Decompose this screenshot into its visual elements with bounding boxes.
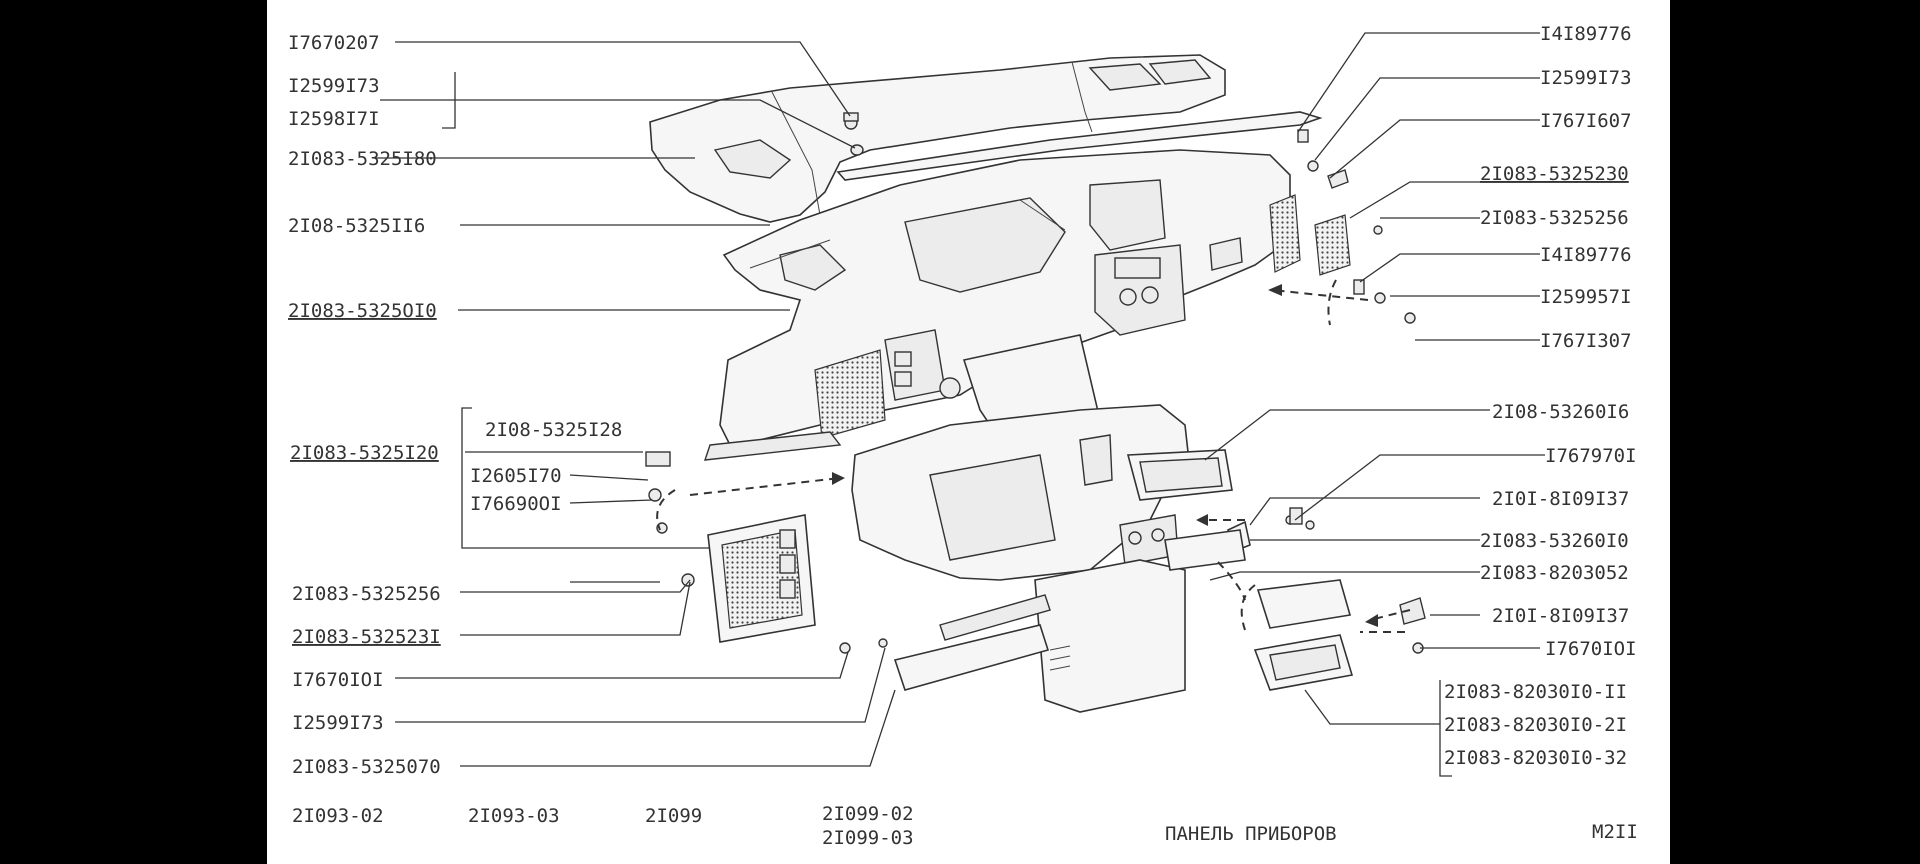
switch-panel-grille: [681, 514, 816, 643]
callout-label: I7670207: [288, 32, 380, 54]
sheet-code: M2II: [1592, 821, 1638, 843]
callout-label: I4I89776: [1540, 244, 1632, 266]
callout-label: 2I083-8203052: [1480, 562, 1629, 584]
model-code: 2I099-02: [822, 803, 914, 825]
callout-label: 2I0I-8I09I37: [1492, 605, 1629, 627]
callout-label: 2I083-5325I80: [288, 148, 437, 170]
left-callouts: I7670207 I2599I73 I2598I7I 2I083-5325I80…: [288, 32, 622, 778]
small-fasteners: [645, 451, 671, 534]
page-title: ПАНЕЛЬ ПРИБОРОВ: [1165, 823, 1337, 845]
callout-label: I2605I70: [470, 465, 562, 487]
callout-label: 2I083-5325230: [1480, 163, 1629, 185]
model-code: 2I093-03: [468, 805, 560, 827]
callout-label: 2I083-5325070: [292, 756, 441, 778]
model-code: 2I099: [645, 805, 702, 827]
callout-label: 2I083-5325256: [292, 583, 441, 605]
ashtray-assembly: [1164, 515, 1426, 691]
callout-label: I7670IOI: [1545, 638, 1637, 660]
callout-label: I767I607: [1540, 110, 1632, 132]
callout-label: 2I083-5325I20: [290, 442, 439, 464]
callout-label: 2I083-82030I0-32: [1444, 747, 1627, 769]
top-shelf-panel: [649, 54, 1323, 223]
callout-label: 2I083-532523I: [292, 626, 441, 648]
callout-label: I7670IOI: [292, 669, 384, 691]
callout-label: I767970I: [1545, 445, 1637, 467]
callout-label: 2I08-5325II6: [288, 215, 425, 237]
callout-label: I2598I7I: [288, 108, 380, 130]
leader-lines: [375, 32, 1545, 777]
callout-label: I4I89776: [1540, 23, 1632, 45]
glovebox-pocket: [1126, 449, 1233, 501]
callout-label: 2I083-82030I0-II: [1444, 681, 1627, 703]
callout-label: 2I08-53260I6: [1492, 401, 1629, 423]
callout-label: 2I0I-8I09I37: [1492, 488, 1629, 510]
callout-label: 2I083-82030I0-2I: [1444, 714, 1627, 736]
lower-cover-strip: [839, 594, 1051, 691]
callout-label: I2599I73: [1540, 67, 1632, 89]
callout-label: 2I08-5325I28: [485, 419, 622, 441]
callout-label: I767I307: [1540, 330, 1632, 352]
lower-tunnel-trim: [1034, 559, 1186, 713]
right-end-panel: [1289, 129, 1416, 530]
callout-label: I259957I: [1540, 286, 1632, 308]
callout-label: 2I083-5325256: [1480, 207, 1629, 229]
callout-label: 2I083-53260I0: [1480, 530, 1629, 552]
assembly-arrows: [656, 279, 1411, 633]
model-code: 2I093-02: [292, 805, 384, 827]
footer: 2I093-02 2I093-03 2I099 2I099-02 2I099-0…: [292, 803, 1638, 849]
callout-label: I2599I73: [292, 712, 384, 734]
callout-label: I2599I73: [288, 75, 380, 97]
model-code: 2I099-03: [822, 827, 914, 849]
callout-label: 2I083-5325OI0: [288, 300, 437, 322]
right-callouts: I4I89776 I2599I73 I767I607 2I083-5325230…: [1444, 23, 1637, 769]
callout-label: I76690OI: [470, 493, 562, 515]
